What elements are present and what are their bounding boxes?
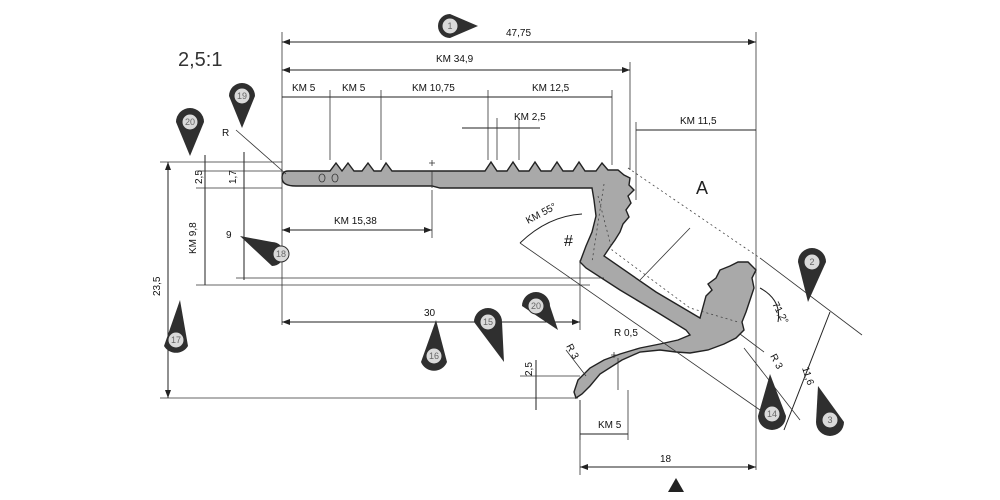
svg-text:20: 20 bbox=[531, 301, 541, 311]
profile-hidden-line-2 bbox=[591, 183, 605, 263]
balloon-15[interactable]: 16 bbox=[421, 320, 447, 371]
svg-text:15: 15 bbox=[483, 317, 493, 327]
balloon-1[interactable]: 1 bbox=[438, 14, 478, 38]
dim-height-9: 9 bbox=[226, 230, 232, 241]
balloon-14[interactable]: 15 bbox=[474, 308, 504, 362]
svg-text:14: 14 bbox=[767, 409, 777, 419]
hole-mark-1 bbox=[318, 173, 326, 183]
dim-width-km-15-38: KM 15,38 bbox=[334, 216, 377, 227]
dim-width-km-5-bottom: KM 5 bbox=[598, 420, 622, 431]
scale-label: 2,5:1 bbox=[178, 49, 222, 71]
dim-overall-height: 23,5 bbox=[152, 276, 163, 296]
balloon-3[interactable]: 3 bbox=[816, 386, 844, 436]
dim-thickness-top: 2,5 bbox=[194, 170, 205, 184]
dim-top-length: KM 34,9 bbox=[436, 54, 474, 65]
balloon-17[interactable]: 18 bbox=[240, 236, 290, 266]
svg-text:18: 18 bbox=[276, 249, 286, 259]
sharp-edge-mark: # bbox=[564, 233, 573, 250]
balloon-18[interactable]: 19 bbox=[229, 83, 255, 128]
view-label: A bbox=[696, 178, 708, 198]
svg-text:17: 17 bbox=[171, 335, 181, 345]
dim-overall-width: 47,75 bbox=[506, 28, 531, 39]
svg-text:2: 2 bbox=[809, 257, 814, 267]
dim-thickness-bottom: 2,5 bbox=[524, 362, 535, 376]
dim-seg-4: KM 12,5 bbox=[532, 83, 570, 94]
balloon-19[interactable]: 20 bbox=[176, 108, 204, 156]
dim-radius-3-left: R 3 bbox=[563, 342, 580, 361]
datum-triangle-icon bbox=[668, 478, 684, 492]
dim-right-offset: KM 11,5 bbox=[680, 116, 717, 127]
dimension-labels: 2,5:1 A # 47,75 KM 34,9 KM 5 KM 5 KM 10,… bbox=[152, 28, 816, 465]
svg-text:19: 19 bbox=[237, 91, 247, 101]
dim-tooth-pitch: KM 2,5 bbox=[514, 112, 546, 123]
svg-text:20: 20 bbox=[185, 117, 195, 127]
svg-text:16: 16 bbox=[429, 351, 439, 361]
dim-seg-2: KM 5 bbox=[342, 83, 366, 94]
balloon-2[interactable]: 2 bbox=[798, 248, 826, 302]
dimension-lines bbox=[160, 32, 863, 492]
balloon-13[interactable]: 14 bbox=[758, 374, 786, 430]
dim-radius-top-left: R bbox=[222, 128, 229, 139]
callout-balloons: 1 19 20 18 17 16 15 bbox=[164, 14, 844, 436]
dim-seg-3: KM 10,75 bbox=[412, 83, 455, 94]
balloon-20[interactable]: 20 bbox=[522, 292, 558, 330]
svg-text:1: 1 bbox=[447, 21, 452, 31]
dim-width-30: 30 bbox=[424, 308, 436, 319]
dim-angle-55: KM 55° bbox=[524, 201, 558, 226]
dim-angle-71-2: 71,2° bbox=[769, 300, 790, 326]
svg-text:3: 3 bbox=[827, 415, 832, 425]
dim-radius-3-right: R 3 bbox=[767, 352, 784, 371]
dim-radius-0-5: R 0,5 bbox=[614, 328, 638, 339]
hole-mark-2 bbox=[331, 173, 339, 183]
dim-width-18: 18 bbox=[660, 454, 672, 465]
profile-body bbox=[281, 160, 757, 400]
dim-height-km-9-8: KM 9,8 bbox=[188, 222, 199, 254]
dim-thickness-inner: 1,7 bbox=[228, 170, 239, 184]
balloon-16[interactable]: 17 bbox=[164, 300, 188, 353]
dim-seg-1: KM 5 bbox=[292, 83, 316, 94]
profile-section bbox=[281, 160, 757, 400]
